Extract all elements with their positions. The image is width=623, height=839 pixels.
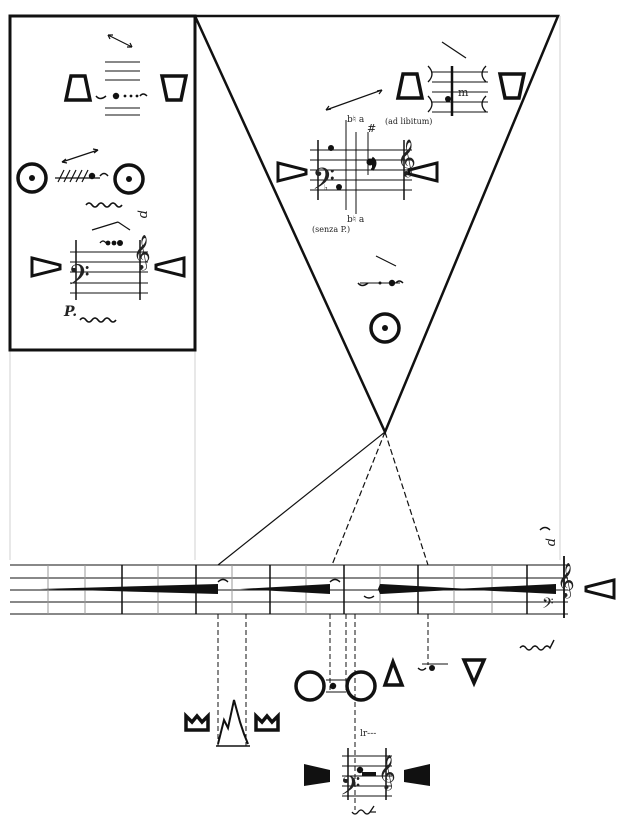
triangle-left-icon [154,256,186,278]
note-name-lower: b♮ a [347,215,365,225]
bell-down-icon [160,74,188,102]
background-grid [9,16,561,560]
circle-dot-icon [369,312,401,344]
inset-dynamic-p-rotated: p [136,210,151,219]
cone-central-figure: b♮ a # (ad libitum) 𝄢 𝄞 ♭ b♮ a [310,89,432,234]
ad-libitum-label: (ad libitum) [385,117,432,126]
svg-text:𝄢: 𝄢 [312,163,335,204]
bottom-staff-figure: lr--- 𝄢 𝄞 [304,729,430,815]
lower-circles-figure [294,670,377,702]
circle-dot-icon [16,162,48,194]
bell-up-icon [64,74,92,102]
triangle-left-icon [584,578,616,600]
svg-text:𝄞: 𝄞 [133,235,151,271]
triangle-right-icon [30,256,62,278]
cone-triangle: m b♮ a # (ad libitum) [193,14,560,436]
main-staff: 𝄞 𝄢 p [10,526,616,651]
svg-text:lr---: lr--- [360,729,376,739]
inset-dynamic-p: P. [63,304,77,320]
cone-lower-figure [357,255,404,287]
drop-lines [217,614,429,810]
svg-text:𝄞: 𝄞 [378,755,396,791]
senza-p-label: (senza P.) [312,225,350,234]
inset-bottom-staff: 𝄢 𝄞 P. [63,221,151,323]
circle-dot-icon [113,163,145,195]
svg-text:𝄞: 𝄞 [557,563,575,599]
svg-text:𝄢: 𝄢 [68,259,90,299]
svg-text:m: m [458,86,469,99]
svg-text:𝄞: 𝄞 [397,138,416,177]
inset-box: p 𝄢 𝄞 P. [8,14,197,352]
cone-top-figure: m [427,41,488,116]
bell-up-icon [396,72,424,100]
note-name-upper: b♮ a [347,115,365,125]
inset-middle-figure: p [55,148,151,219]
staff-end-dynamic-p: p [544,538,559,547]
spike-figure [184,699,280,747]
svg-text:𝄢: 𝄢 [340,770,361,808]
bell-down-icon [498,72,526,100]
svg-text:𝄢: 𝄢 [542,595,554,616]
svg-text:♭: ♭ [324,183,328,192]
inset-top-figure [95,34,148,116]
triangle-right-icon [276,161,308,183]
projection-lines [217,431,429,566]
sharp-sign: # [367,122,376,135]
bell-pair-lower [382,656,487,688]
